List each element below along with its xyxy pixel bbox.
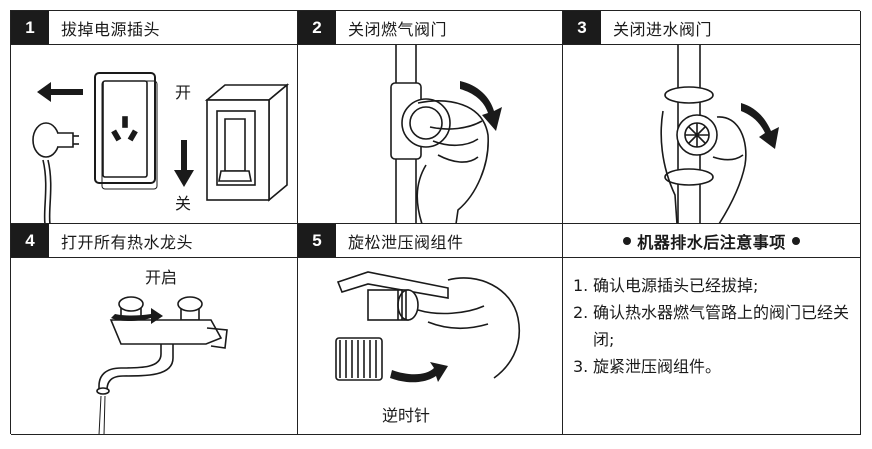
unplug-illustration	[11, 45, 298, 224]
step-1-illustration: 开 关	[11, 45, 298, 224]
step-5-illustration: 逆时针	[298, 258, 563, 435]
step-3-illustration	[563, 45, 861, 224]
note-text: 确认热水器燃气管路上的阀门已经关闭;	[593, 299, 853, 353]
note-number: 3.	[573, 353, 593, 380]
step-1-header: 1 拔掉电源插头	[11, 11, 298, 45]
step-3-header: 3 关闭进水阀门	[563, 11, 861, 45]
notes-body: 1.确认电源插头已经拔掉; 2.确认热水器燃气管路上的阀门已经关闭; 3.旋紧泄…	[563, 258, 861, 435]
step-title: 关闭燃气阀门	[348, 16, 447, 40]
switch-on-label: 开	[175, 79, 191, 103]
water-valve-illustration	[563, 45, 861, 224]
bullet-icon	[623, 237, 631, 245]
step-2-illustration	[298, 45, 563, 224]
faucet-open-label: 开启	[145, 264, 177, 288]
note-number: 1.	[573, 272, 593, 299]
step-title: 旋松泄压阀组件	[348, 229, 464, 253]
step-number: 1	[11, 11, 49, 44]
note-number: 2.	[573, 299, 593, 353]
notes-header: 机器排水后注意事项	[563, 224, 861, 258]
notes-title: 机器排水后注意事项	[637, 229, 786, 253]
note-item-3: 3.旋紧泄压阀组件。	[573, 353, 853, 380]
step-5-header: 5 旋松泄压阀组件	[298, 224, 563, 258]
note-item-2: 2.确认热水器燃气管路上的阀门已经关闭;	[573, 299, 853, 353]
step-number: 2	[298, 11, 336, 44]
relief-valve-illustration	[298, 258, 563, 435]
note-text: 确认电源插头已经拔掉;	[593, 272, 853, 299]
step-4-illustration: 开启	[11, 258, 298, 435]
counterclockwise-label: 逆时针	[382, 402, 430, 426]
step-title: 关闭进水阀门	[613, 16, 712, 40]
note-item-1: 1.确认电源插头已经拔掉;	[573, 272, 853, 299]
step-title: 打开所有热水龙头	[61, 229, 193, 253]
bullet-icon	[792, 237, 800, 245]
note-text: 旋紧泄压阀组件。	[593, 353, 853, 380]
step-number: 5	[298, 224, 336, 257]
step-4-header: 4 打开所有热水龙头	[11, 224, 298, 258]
step-number: 3	[563, 11, 601, 44]
gas-valve-illustration	[298, 45, 563, 224]
switch-off-label: 关	[175, 190, 191, 214]
instruction-grid: 1 拔掉电源插头 2 关闭燃气阀门 3 关闭进水阀门	[10, 10, 860, 434]
step-2-header: 2 关闭燃气阀门	[298, 11, 563, 45]
step-number: 4	[11, 224, 49, 257]
step-title: 拔掉电源插头	[61, 16, 160, 40]
